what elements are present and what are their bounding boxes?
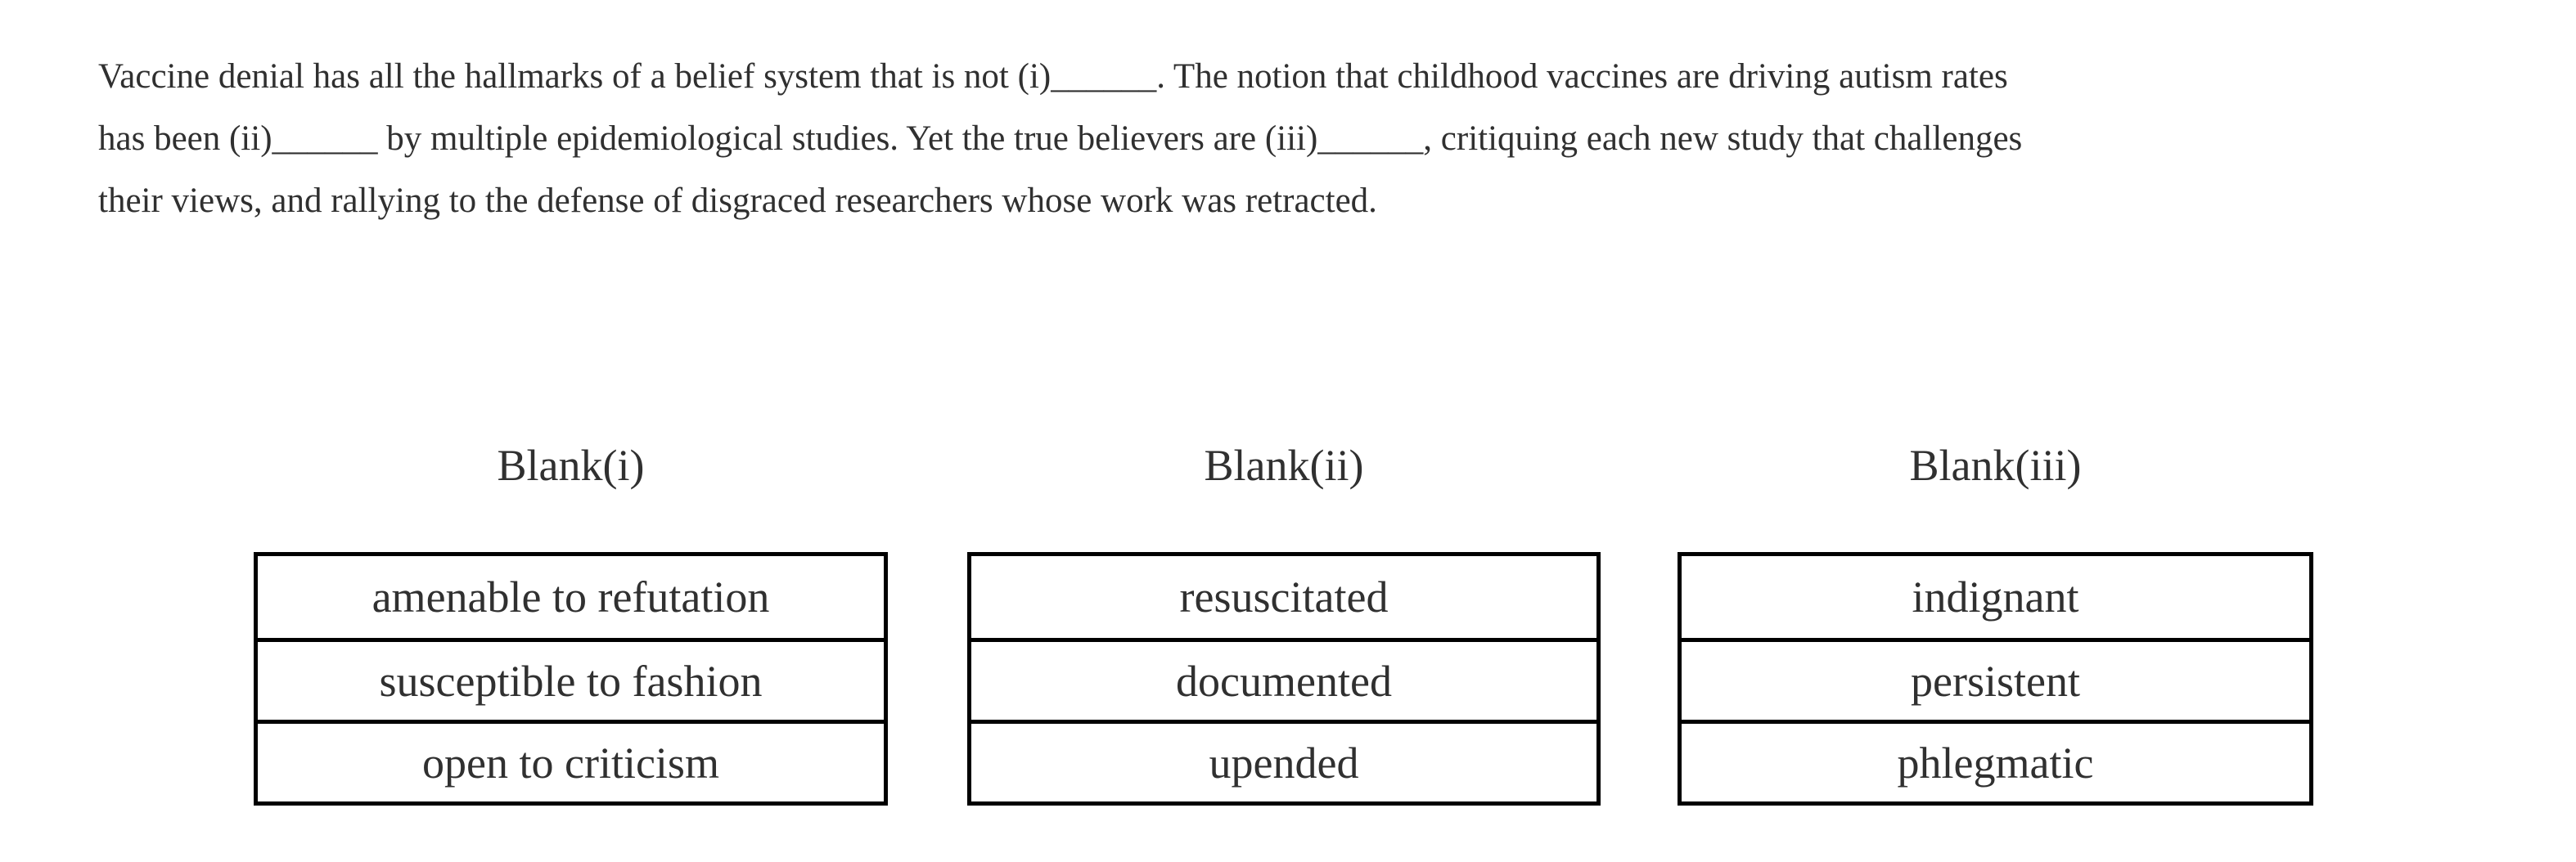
blank-iii-option-3[interactable]: phlegmatic [1682, 720, 2309, 801]
blank-i-header: Blank(i) [497, 441, 645, 490]
blank-i-option-2[interactable]: susceptible to fashion [258, 638, 884, 720]
blank-ii-options-table: resuscitated documented upended [967, 552, 1601, 806]
blank-i-options-table: amenable to refutation susceptible to fa… [254, 552, 888, 806]
blank-iii-option-2[interactable]: persistent [1682, 638, 2309, 720]
blank-ii-option-2[interactable]: documented [971, 638, 1596, 720]
blank-i-option-3[interactable]: open to criticism [258, 720, 884, 801]
blank-iii-options-table: indignant persistent phlegmatic [1678, 552, 2313, 806]
blank-ii-option-1[interactable]: resuscitated [1179, 572, 1389, 622]
blank-ii-option-3[interactable]: upended [971, 720, 1596, 801]
blank-iii-option-1[interactable]: indignant [1912, 572, 2079, 622]
blank-ii-header: Blank(ii) [1204, 441, 1364, 490]
blank-i-option-1[interactable]: amenable to refutation [372, 572, 770, 622]
passage-text: Vaccine denial has all the hallmarks of … [98, 57, 2023, 220]
blank-iii-header: Blank(iii) [1909, 441, 2082, 490]
